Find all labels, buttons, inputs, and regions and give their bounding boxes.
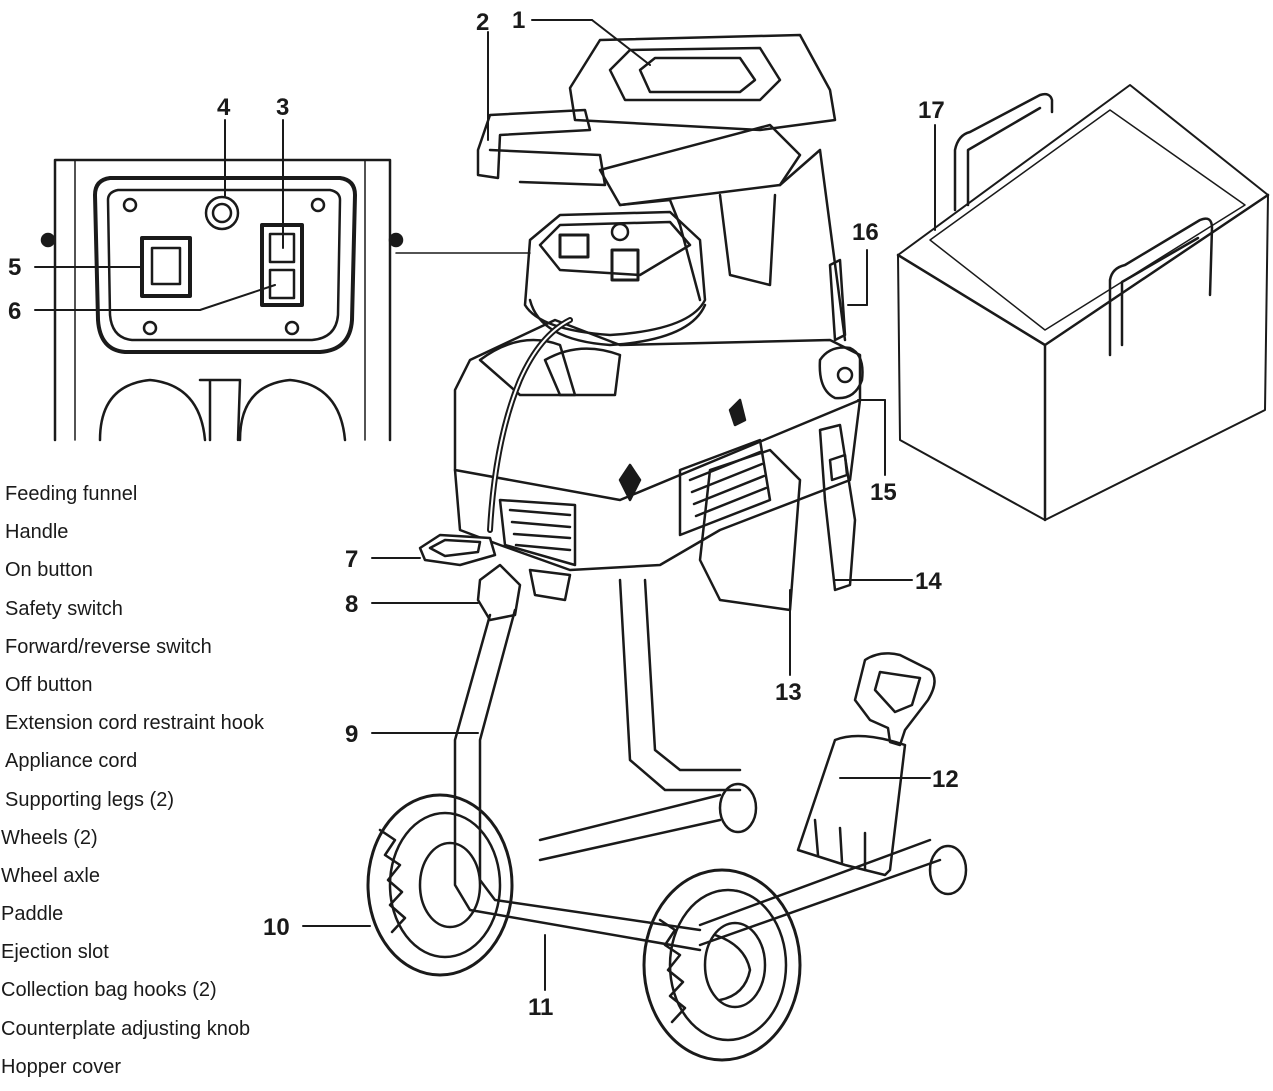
legend-item: Off button [5, 673, 93, 696]
legend-item: Counterplate adjusting knob [1, 1017, 251, 1040]
legend-item: On button [5, 559, 93, 582]
collection-bag-hooks-icon [818, 423, 857, 592]
safety-switch-icon [204, 195, 240, 231]
legend-item: Handle [5, 521, 69, 544]
callout-16: 16 [852, 219, 879, 246]
legend-item: Supporting legs (2) [5, 788, 174, 811]
callout-8: 8 [345, 591, 358, 618]
counterplate-knob-icon [818, 346, 864, 400]
legend-item: Wheel axle [1, 864, 100, 887]
legend-item: Collection bag hooks (2) [1, 979, 217, 1002]
legend-item: Feeding funnel [5, 483, 138, 505]
callout-3: 3 [276, 94, 289, 121]
paddle-icon [796, 652, 936, 877]
legend-item: Safety switch [5, 597, 123, 620]
collection-bag-icon [896, 84, 1270, 522]
control-panel-inset [40, 158, 531, 442]
callout-13: 13 [775, 679, 802, 706]
supporting-leg-right [643, 578, 742, 772]
callout-14: 14 [915, 568, 942, 595]
callout-4: 4 [217, 94, 231, 121]
callout-11: 11 [528, 994, 553, 1021]
legend-item: Appliance cord [5, 750, 138, 773]
callout-numbers: 1 2 3 4 5 6 7 8 9 10 11 12 13 14 15 16 1… [8, 7, 959, 1021]
callout-17: 17 [918, 97, 945, 124]
wheel-left-icon [366, 793, 514, 977]
appliance-cord-icon [476, 563, 522, 622]
wheel-right-icon [642, 868, 802, 1062]
callout-12: 12 [932, 766, 959, 793]
legend-item: Paddle [1, 903, 64, 926]
handle-icon [476, 108, 592, 180]
callout-1: 1 [512, 7, 525, 34]
supporting-leg-left [453, 613, 702, 952]
ejection-slot-icon [698, 448, 802, 612]
parts-legend: Feeding funnel Handle On button Safety s… [0, 480, 330, 1091]
legend-item: Extension cord restraint hook [5, 712, 265, 735]
shredder-body [418, 33, 864, 622]
feeding-funnel-icon [568, 33, 837, 132]
shredder-parts-diagram: 1 2 3 4 5 6 7 8 9 10 11 12 13 14 15 16 1… [8, 7, 1270, 1062]
wheel-axle-icon [538, 793, 722, 862]
callout-10: 10 [263, 914, 290, 941]
leader-lines [34, 19, 936, 991]
hopper-cover-icon [828, 258, 847, 342]
ventilation-grille-left [498, 498, 577, 567]
callout-5: 5 [8, 254, 21, 281]
legend-item: Wheels (2) [1, 826, 98, 849]
on-button-icon [140, 236, 192, 298]
callout-9: 9 [345, 721, 358, 748]
callout-6: 6 [8, 298, 21, 325]
callout-15: 15 [870, 479, 897, 506]
legend-item: Ejection slot [1, 941, 109, 964]
callout-2: 2 [476, 9, 489, 36]
legend-item: Hopper cover [1, 1055, 122, 1078]
stand [366, 568, 968, 1062]
callout-7: 7 [345, 546, 358, 573]
legend-item: Forward/reverse switch [5, 635, 212, 658]
